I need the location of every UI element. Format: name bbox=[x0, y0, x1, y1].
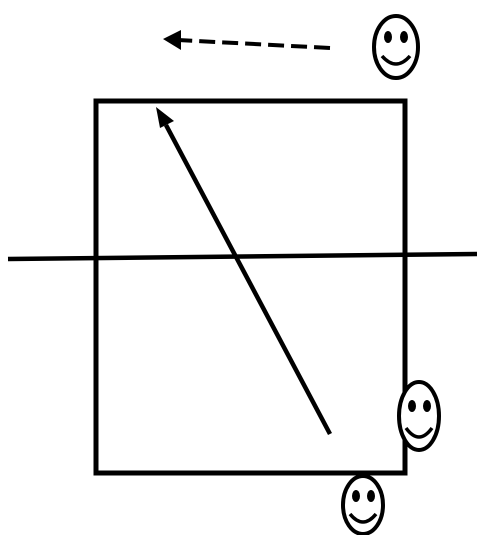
rectangle bbox=[93, 98, 408, 476]
smiley-face-top bbox=[372, 14, 420, 80]
smiley-face-bottom bbox=[341, 474, 385, 535]
dashed-arrow bbox=[163, 30, 331, 50]
smiley-face-right bbox=[397, 380, 441, 452]
horizontal-line bbox=[7, 251, 477, 262]
solid-arrow bbox=[156, 107, 332, 436]
